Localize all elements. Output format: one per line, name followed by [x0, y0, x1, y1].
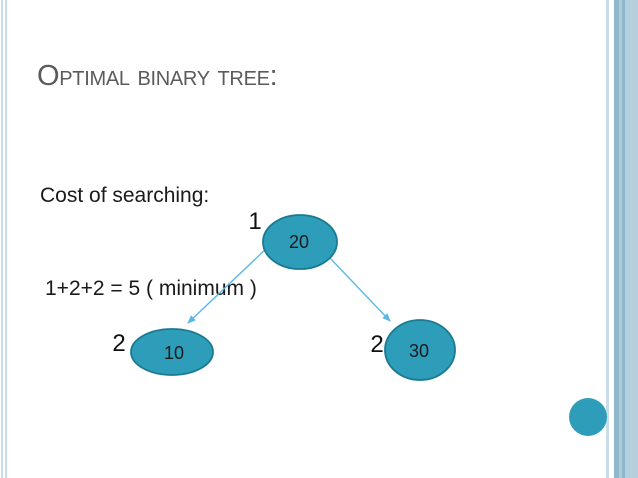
- body-cost-of-searching: Cost of searching:: [40, 184, 210, 207]
- cost-label-root: 1: [248, 208, 261, 235]
- left-stripe-inner: [5, 0, 7, 478]
- right-stripe-5: [625, 0, 638, 478]
- cost-label-left: 2: [112, 330, 125, 357]
- right-stripe-3: [619, 0, 622, 478]
- right-stripe-2: [614, 0, 619, 478]
- slide-title: Optimal binary tree:: [37, 60, 278, 92]
- right-stripe-1: [606, 0, 609, 478]
- left-stripe-outer: [1, 0, 3, 478]
- node-root-value: 20: [289, 232, 309, 252]
- right-stripe-4: [622, 0, 625, 478]
- node-root: [262, 214, 338, 270]
- slide-body: Cost of searching: 1+2+2 = 5 ( minimum ): [40, 118, 257, 366]
- node-left-value: 10: [164, 343, 184, 363]
- edge-root-to-right: [329, 257, 391, 322]
- decorative-circle: [569, 398, 607, 436]
- node-left-child: [130, 328, 214, 376]
- node-right-child: [384, 319, 456, 381]
- cost-label-right: 2: [370, 331, 383, 358]
- edge-root-to-left: [187, 246, 269, 324]
- body-cost-equation: 1+2+2 = 5 ( minimum ): [45, 277, 257, 300]
- node-right-value: 30: [409, 341, 429, 361]
